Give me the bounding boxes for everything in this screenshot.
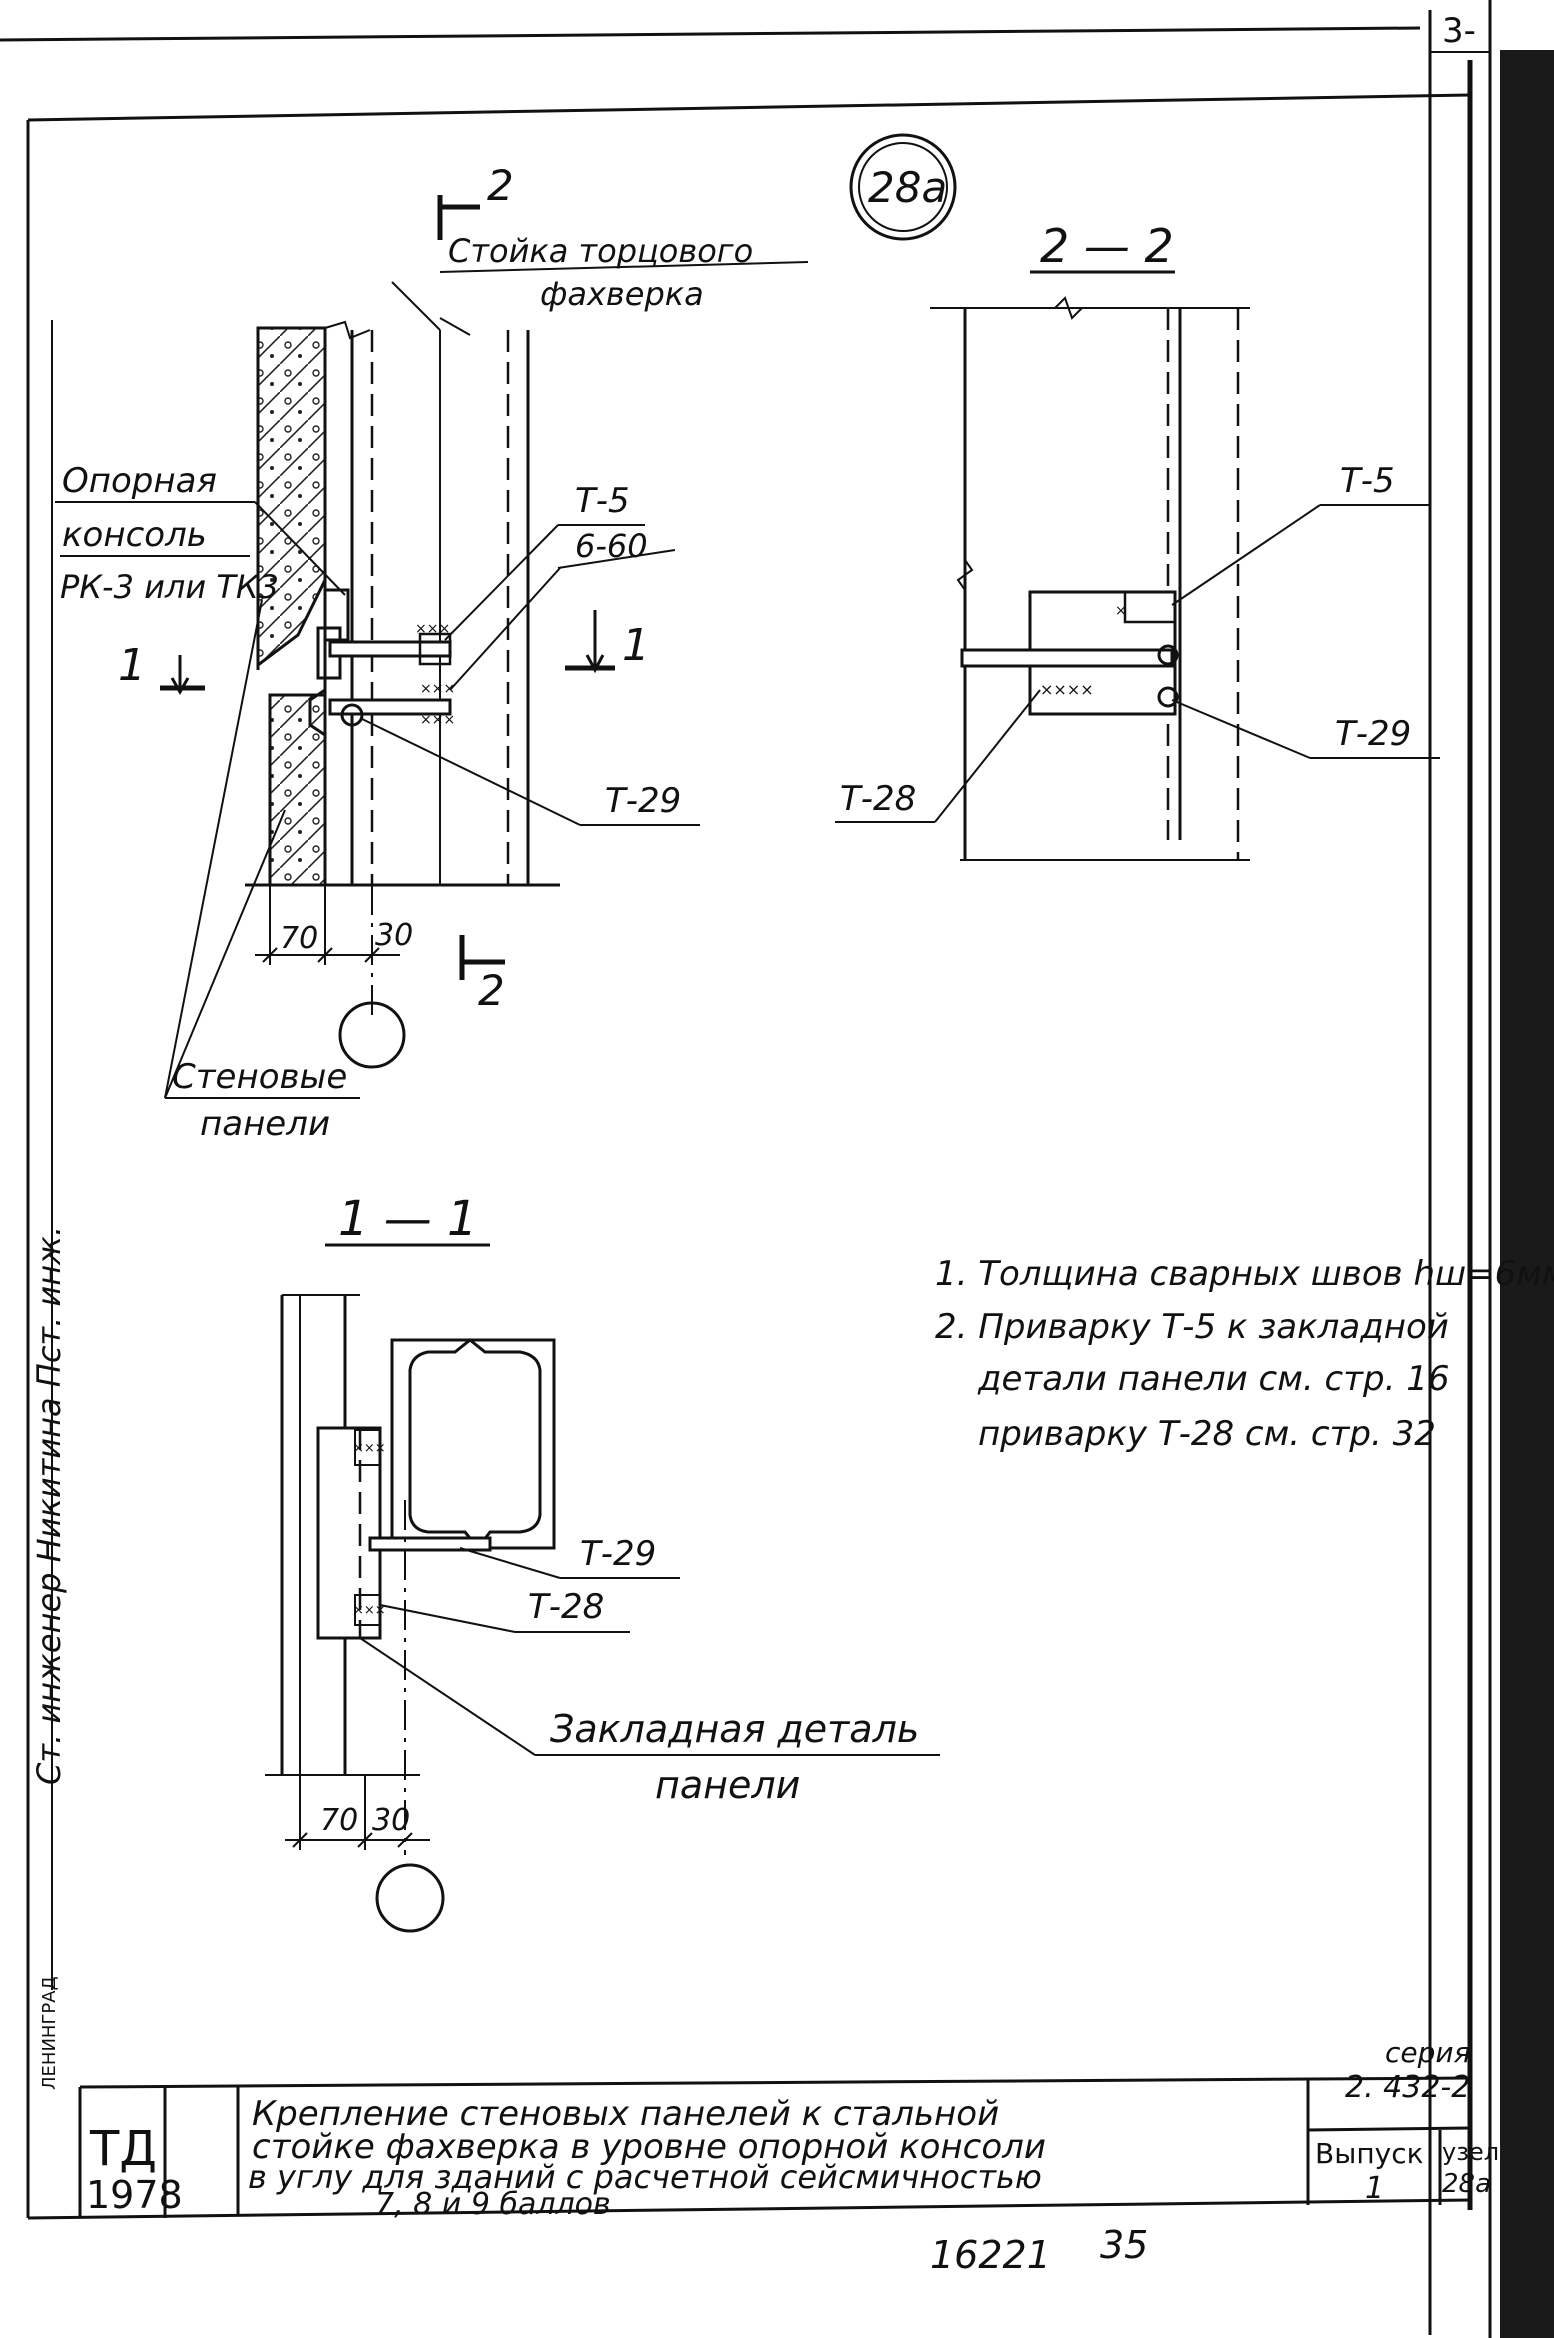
label-embed-line2: панели [655,1763,800,1807]
note-1: 1. Толщина сварных швов hш=6мм [935,1254,1554,1294]
embed-plate [316,1426,382,1640]
dim-30-1-1: 30 [372,1803,410,1838]
series-label: серия [1385,2036,1470,2069]
label-t29-2-2: Т-29 [1335,714,1411,754]
corner-tag: 3- [1430,11,1490,53]
section-2-2: 2 — 2 × ×××× Т-5 Т-29 Т-28 [835,219,1440,861]
cut-mark-1-right: 1 [622,620,650,671]
axis-bubble-main [338,1001,406,1069]
side-stamp: Ст. инженер Никитина Пст. инж. ЛЕНИНГРАД [30,320,68,2090]
node-mark-text: 28а [868,163,947,212]
upper-wall-panel [256,326,327,668]
issue-label: Выпуск [1315,2137,1424,2170]
title-line4: 7, 8 и 9 баллов [375,2187,611,2222]
section-mark-2-top-text: 2 [487,161,514,210]
footer-numbers: 16221 35 [930,2223,1148,2277]
corner-tag-text: 3- [1442,11,1476,51]
label-t28-1-1: Т-28 [528,1587,604,1627]
title-2-2: 2 — 2 [1040,219,1174,273]
post-tube-inner [408,1338,542,1551]
issue-value: 1 [1365,2171,1384,2206]
label-t28-2-2: Т-28 [840,779,916,819]
label-embed-line1: Закладная деталь [550,1707,919,1751]
label-t29-main: Т-29 [605,781,681,821]
dim-70-1-1: 70 [320,1803,358,1838]
label-post-line1: Стойка торцового [448,232,753,270]
title-block: ТД 1978 Крепление стеновых панелей к ста… [78,2036,1499,2222]
t28-bar [960,648,1174,668]
label-panels-line1: Стеновые [172,1057,347,1097]
svg-text:×××: ××× [353,1603,386,1618]
scan-edge-shadow [1500,50,1554,2338]
svg-text:××××: ×××× [1040,680,1094,699]
section-mark-2-bottom-text: 2 [478,966,505,1015]
label-post-line2: фахверка [540,275,704,313]
side-stamp-text: Ст. инженер Никитина Пст. инж. [30,1226,68,1785]
dim-70-main: 70 [280,921,318,956]
label-panels-line2: панели [200,1104,330,1144]
svg-text:×××: ××× [415,621,450,637]
note-4: приварку Т-28 см. стр. 32 [978,1414,1436,1454]
title-line2: стойке фахверка в уровне опорной консоли [252,2127,1046,2167]
svg-text:×××: ××× [420,712,455,728]
post-tube-outer [390,1338,556,1550]
main-detail: ××× ××× ××× 2 2 1 1 Стойка торцового фах… [55,161,809,1144]
label-t5-2-2: Т-5 [1340,461,1395,501]
sheet-number: 16221 [930,2233,1051,2277]
t5-plate [328,640,452,658]
label-console-line3: РК-3 или ТК3 [60,568,279,606]
node-label: узел [1442,2138,1499,2166]
lower-wall-panel [268,693,327,887]
series-value: 2. 432-2 [1345,2070,1470,2105]
title-line3: в углу для зданий с расчетной сейсмичнос… [248,2158,1042,2196]
label-console-line2: консоль [62,515,207,555]
title-line1: Крепление стеновых панелей к стальной [252,2094,999,2134]
label-t5-main: Т-5 [575,481,630,521]
page-number: 35 [1100,2223,1148,2267]
note-2: 2. Приварку Т-5 к закладной [935,1307,1449,1347]
section-1-1: 1 — 1 ××× ××× Т-29 Т-28 Закладная деталь… [265,1191,940,1933]
note-3: детали панели см. стр. 16 [977,1359,1449,1399]
title-1-1: 1 — 1 [338,1191,478,1247]
notes: 1. Толщина сварных швов hш=6мм 2. Привар… [935,1254,1554,1454]
org-line2: 1978 [86,2173,183,2217]
org-line1: ТД [89,2121,157,2177]
axis-bubble-1-1 [375,1863,445,1933]
node-mark: 28а [849,133,957,241]
cut-mark-1-left: 1 [118,640,146,691]
svg-text:×××: ××× [420,681,455,697]
label-t29-1-1: Т-29 [580,1534,656,1574]
dim-30-main: 30 [375,918,413,953]
console-bracket [325,588,350,642]
t29-bar-1-1 [368,1536,492,1552]
svg-text:×××: ××× [353,1441,386,1456]
label-console-line1: Опорная [62,461,217,501]
svg-text:×: × [1115,603,1127,619]
side-city: ЛЕНИНГРАД [39,1976,60,2090]
label-weld-main: 6-60 [575,527,648,565]
node-value: 28а [1442,2169,1491,2199]
